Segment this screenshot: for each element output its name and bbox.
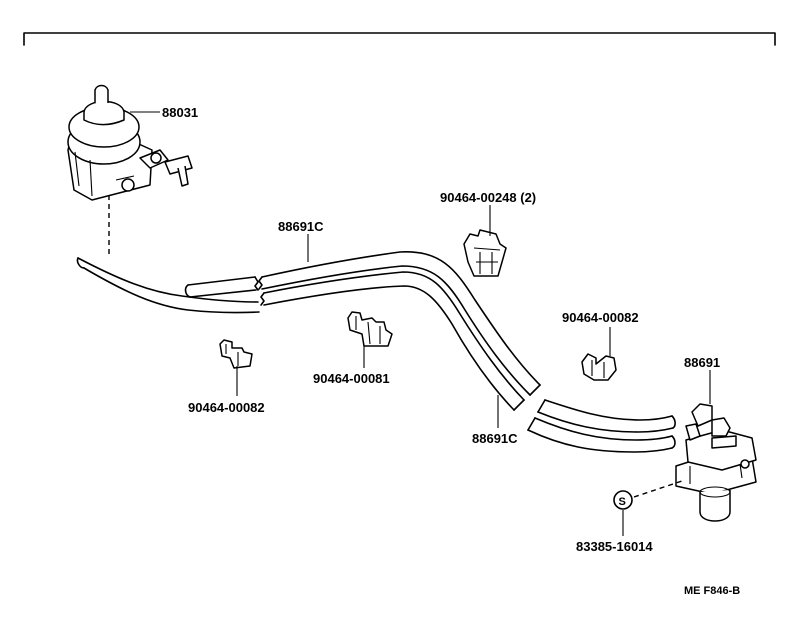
ring-83385-16014[interactable]: S	[613, 490, 633, 510]
ring-mark-s: S	[619, 496, 626, 508]
vacuum-actuator-88031[interactable]	[67, 84, 193, 201]
figure-code: ME F846-B	[684, 585, 740, 597]
label-88691c-lower: 88691C	[472, 431, 518, 446]
label-90464-00082-left: 90464-00082	[188, 400, 265, 415]
label-90464-00248: 90464-00248 (2)	[440, 190, 536, 205]
clamp-90464-00082-left[interactable]	[219, 339, 253, 369]
label-90464-00081: 90464-00081	[313, 371, 390, 386]
dashed-guide-ring	[633, 480, 683, 498]
vacuum-switching-valve-88691[interactable]	[675, 403, 757, 522]
clamp-90464-00082-right[interactable]	[581, 353, 617, 381]
label-90464-00082-right: 90464-00082	[562, 310, 639, 325]
clamp-90464-00081[interactable]	[347, 311, 393, 347]
clamp-90464-00248[interactable]	[463, 229, 507, 277]
hose-88691c-left[interactable]	[76, 257, 260, 314]
hose-88691c-upper[interactable]	[258, 251, 541, 411]
label-88031: 88031	[162, 105, 198, 120]
hose-88691c-right[interactable]	[527, 399, 676, 453]
label-88691: 88691	[684, 355, 720, 370]
label-83385-16014: 83385-16014	[576, 539, 653, 554]
frame-bracket	[23, 32, 776, 46]
label-88691c-upper: 88691C	[278, 219, 324, 234]
